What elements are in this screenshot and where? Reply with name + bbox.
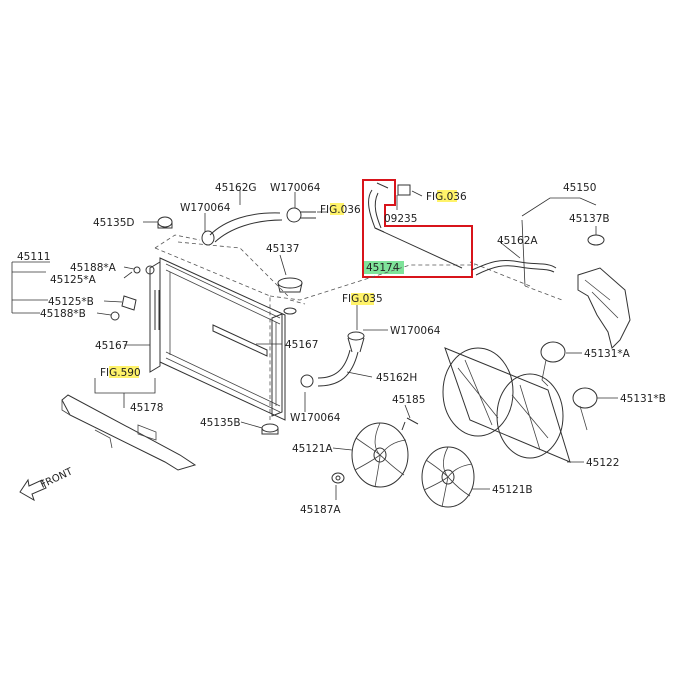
label-w170064-low: W170064 xyxy=(290,412,341,424)
label-45111: 45111 xyxy=(17,251,50,263)
label-45137b: 45137B xyxy=(569,213,610,225)
label-w170064-mid: W170064 xyxy=(390,325,441,337)
fan-shroud-45122 xyxy=(442,347,571,463)
label-45162g: 45162G xyxy=(215,182,257,194)
reservoir-tank-45150 xyxy=(577,234,631,349)
under-cover-45178 xyxy=(61,394,197,471)
lower-hose-45162h xyxy=(300,331,365,388)
label-45125a: 45125*A xyxy=(50,274,97,286)
fig036-top-highlight xyxy=(330,203,344,215)
label-45162h: 45162H xyxy=(376,372,417,384)
label-fig036-top: FIG.036 xyxy=(320,204,361,216)
label-w170064-top: W170064 xyxy=(270,182,321,194)
label-45135d: 45135D xyxy=(93,217,135,229)
fan-blade-45121a xyxy=(351,422,409,488)
label-45185: 45185 xyxy=(392,394,425,406)
bolt-45185 xyxy=(401,417,419,431)
overflow-hose-45174 xyxy=(368,182,463,269)
label-45188a: 45188*A xyxy=(70,262,117,274)
label-45135b: 45135B xyxy=(200,417,241,429)
fig590-highlight xyxy=(109,366,139,378)
label-fig036-box: FIG.036 xyxy=(426,191,467,203)
fig036-box-highlight xyxy=(437,190,457,202)
p45174-highlight xyxy=(364,261,404,274)
bushing-45135b xyxy=(261,423,279,435)
label-fig035: FIG.035 xyxy=(342,293,383,305)
label-45162a: 45162A xyxy=(497,235,538,247)
reservoir-hose-45162a xyxy=(471,259,557,276)
label-45187a: 45187A xyxy=(300,504,341,516)
radiator-core xyxy=(149,257,286,421)
upper-hose-45162g xyxy=(201,207,316,246)
label-45150: 45150 xyxy=(563,182,596,194)
label-45131b: 45131*B xyxy=(620,393,666,405)
drain-plug-parts xyxy=(110,265,160,330)
bushing-45135d xyxy=(157,216,173,229)
label-45121a: 45121A xyxy=(292,443,333,455)
label-09235: 09235 xyxy=(384,213,417,225)
label-45174: 45174 xyxy=(366,262,400,274)
radiator-cap-45137 xyxy=(277,277,303,315)
label-w170064-left: W170064 xyxy=(180,202,231,214)
label-fig590: FIG.590 xyxy=(100,367,141,379)
label-45188b: 45188*B xyxy=(40,308,86,320)
fan-motor-45131b xyxy=(572,387,598,431)
leader-lines xyxy=(11,190,618,500)
label-45121b: 45121B xyxy=(492,484,533,496)
fig035-highlight xyxy=(351,293,374,305)
label-45122: 45122 xyxy=(586,457,619,469)
fan-blade-45121b xyxy=(421,446,475,508)
label-45167-left: 45167 xyxy=(95,340,128,352)
label-45137: 45137 xyxy=(266,243,299,255)
label-45178: 45178 xyxy=(130,402,163,414)
fan-motor-45131a xyxy=(540,341,566,387)
label-45125b: 45125*B xyxy=(48,296,94,308)
assembly-outline-dashed xyxy=(154,234,563,420)
hose-45174-callout-box xyxy=(362,179,473,278)
label-45131a: 45131*A xyxy=(584,348,631,360)
nut-45187a xyxy=(331,472,345,484)
label-front: FRONT xyxy=(39,466,75,491)
label-45167-right: 45167 xyxy=(285,339,318,351)
front-arrow-icon xyxy=(19,478,47,502)
